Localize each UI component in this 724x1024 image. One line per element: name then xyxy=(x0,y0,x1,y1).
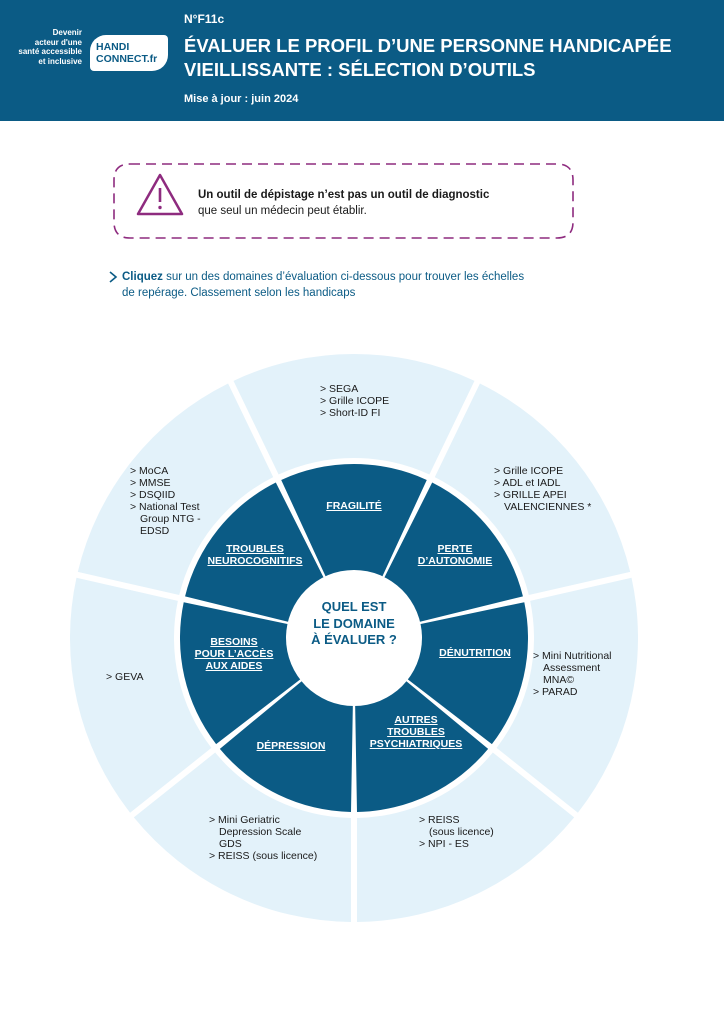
domain-label-line: DÉPRESSION xyxy=(256,740,326,752)
domain-perte-autonomie-label[interactable]: PERTE D’AUTONOMIE xyxy=(405,543,505,567)
tools-perte-autonomie: > Grille ICOPE > ADL et IADL > GRILLE AP… xyxy=(494,465,591,513)
tool-item[interactable]: > Short-ID FI xyxy=(320,407,381,419)
tool-item[interactable]: > DSQIID xyxy=(130,489,176,501)
tool-item[interactable]: > National Test xyxy=(130,501,200,513)
instruction-lead[interactable]: Cliquez xyxy=(122,271,163,283)
tool-item[interactable]: > Mini Geriatric xyxy=(209,814,280,826)
center-line: À ÉVALUER ? xyxy=(311,632,397,647)
logo-line: CONNECT.fr xyxy=(96,53,158,65)
tools-autres-troubles: > REISS (sous licence) > NPI - ES xyxy=(419,814,494,850)
tool-item[interactable]: > GEVA xyxy=(106,671,144,683)
domain-label-line: D’AUTONOMIE xyxy=(417,555,493,567)
wheel-center xyxy=(286,570,422,706)
domain-label-line: FRAGILITÉ xyxy=(326,500,382,512)
tool-item[interactable]: > Mini Nutritional xyxy=(533,650,612,662)
tools-troubles-neurocognitifs: > MoCA > MMSE > DSQIID > National Test G… xyxy=(130,465,201,537)
outer-sector-besoins-aides[interactable] xyxy=(70,577,212,813)
tools-denutrition: > Mini Nutritional Assessment MNA© > PAR… xyxy=(533,650,612,698)
tool-item[interactable]: > GRILLE APEI xyxy=(494,489,567,501)
tool-item[interactable]: > Grille ICOPE xyxy=(494,465,564,477)
outer-sector-denutrition[interactable] xyxy=(496,577,638,813)
tagline-line: acteur d'une xyxy=(34,37,82,47)
tool-item-continued[interactable]: (sous licence) xyxy=(429,826,494,838)
tool-item-continued[interactable]: MNA© xyxy=(543,674,575,686)
domain-label-line: POUR L’ACCÈS xyxy=(194,648,274,660)
title-line: VIEILLISSANTE : SÉLECTION D’OUTILS xyxy=(184,59,536,80)
header-banner: Devenir acteur d'une santé accessible et… xyxy=(0,0,724,121)
tool-item[interactable]: > MMSE xyxy=(130,477,171,489)
tools-besoins-aides: > GEVA xyxy=(106,671,143,683)
tool-item[interactable]: > REISS (sous licence) xyxy=(209,850,318,862)
page-title: ÉVALUER LE PROFIL D’UNE PERSONNE HANDICA… xyxy=(184,34,714,82)
tool-item[interactable]: > PARAD xyxy=(533,686,578,698)
logo-line: HANDI xyxy=(96,41,130,53)
tool-item-continued[interactable]: VALENCIENNES * xyxy=(504,501,592,513)
tool-item-continued[interactable]: Depression Scale xyxy=(219,826,302,838)
instruction-line-2: de repérage. Classement selon les handic… xyxy=(122,287,356,299)
warning-text: Un outil de dépistage n’est pas un outil… xyxy=(198,187,489,219)
instruction-text: Cliquez sur un des domaines d’évaluation… xyxy=(108,269,608,301)
tool-item[interactable]: > MoCA xyxy=(130,465,169,477)
domain-label-line: TROUBLES xyxy=(387,726,445,738)
chevron-right-icon xyxy=(109,271,118,283)
document-number: N°F11c xyxy=(184,12,225,26)
domain-label-line: PERTE xyxy=(437,543,473,555)
warning-triangle-icon xyxy=(136,173,184,216)
outer-sector-autres-troubles[interactable] xyxy=(356,752,575,922)
instruction-line-1: Cliquez sur un des domaines d’évaluation… xyxy=(122,269,608,285)
center-question: QUEL EST LE DOMAINE À ÉVALUER ? xyxy=(298,599,410,649)
domain-besoins-aides-label[interactable]: BESOINS POUR L’ACCÈS AUX AIDES xyxy=(184,636,284,672)
inner-sector-fragilite[interactable] xyxy=(281,464,427,639)
tagline-line: Devenir xyxy=(52,28,82,37)
warning-bold-line: Un outil de dépistage n’est pas un outil… xyxy=(198,189,490,201)
update-date: Mise à jour : juin 2024 xyxy=(184,93,299,105)
tool-item[interactable]: > REISS xyxy=(419,814,460,826)
instruction-rest: sur un des domaines d’évaluation ci-dess… xyxy=(162,271,525,283)
domain-label-line: BESOINS xyxy=(210,636,258,648)
tool-item-continued[interactable]: GDS xyxy=(219,838,242,850)
domain-label-line: TROUBLES xyxy=(226,543,284,555)
domain-denutrition-label[interactable]: DÉNUTRITION xyxy=(425,647,525,659)
domain-label-line: NEUROCOGNITIFS xyxy=(207,555,303,567)
tool-item[interactable]: > Grille ICOPE xyxy=(320,395,390,407)
center-line: QUEL EST xyxy=(321,599,387,614)
tool-item-continued[interactable]: Assessment xyxy=(543,662,601,674)
warning-box xyxy=(113,163,574,239)
tool-item[interactable]: > SEGA xyxy=(320,383,359,395)
domain-fragilite-label[interactable]: FRAGILITÉ xyxy=(314,500,394,512)
handiconnect-logo[interactable]: HANDI CONNECT.fr xyxy=(90,35,168,71)
tools-depression: > Mini Geriatric Depression Scale GDS > … xyxy=(209,814,317,862)
tagline: Devenir acteur d'une santé accessible et… xyxy=(14,28,82,66)
tools-fragilite: > SEGA > Grille ICOPE > Short-ID FI xyxy=(320,383,389,419)
domain-label-line: AUX AIDES xyxy=(205,660,263,672)
domain-label-line: DÉNUTRITION xyxy=(439,647,511,659)
domain-label-line: PSYCHIATRIQUES xyxy=(369,738,463,750)
outer-sector-troubles-neurocognitifs[interactable] xyxy=(77,383,274,596)
outer-sector-depression[interactable] xyxy=(133,752,352,922)
outer-sector-fragilite[interactable] xyxy=(233,354,475,475)
warning-line: que seul un médecin peut établir. xyxy=(198,205,367,217)
tool-item-continued[interactable]: EDSD xyxy=(140,525,170,537)
tool-item-continued[interactable]: Group NTG - xyxy=(140,513,201,525)
domain-label-line: AUTRES xyxy=(394,714,438,726)
domain-autres-troubles-label[interactable]: AUTRES TROUBLES PSYCHIATRIQUES xyxy=(366,714,466,750)
center-line: LE DOMAINE xyxy=(313,615,395,631)
tool-item[interactable]: > ADL et IADL xyxy=(494,477,561,489)
outer-sector-perte-autonomie[interactable] xyxy=(434,383,631,596)
title-line: ÉVALUER LE PROFIL D’UNE PERSONNE HANDICA… xyxy=(184,35,672,56)
tool-item[interactable]: > NPI - ES xyxy=(419,838,469,850)
domain-troubles-neurocognitifs-label[interactable]: TROUBLES NEUROCOGNITIFS xyxy=(200,543,310,567)
domain-depression-label[interactable]: DÉPRESSION xyxy=(241,740,341,752)
tagline-line: et inclusive xyxy=(38,56,82,66)
tagline-line: santé accessible xyxy=(18,47,82,56)
